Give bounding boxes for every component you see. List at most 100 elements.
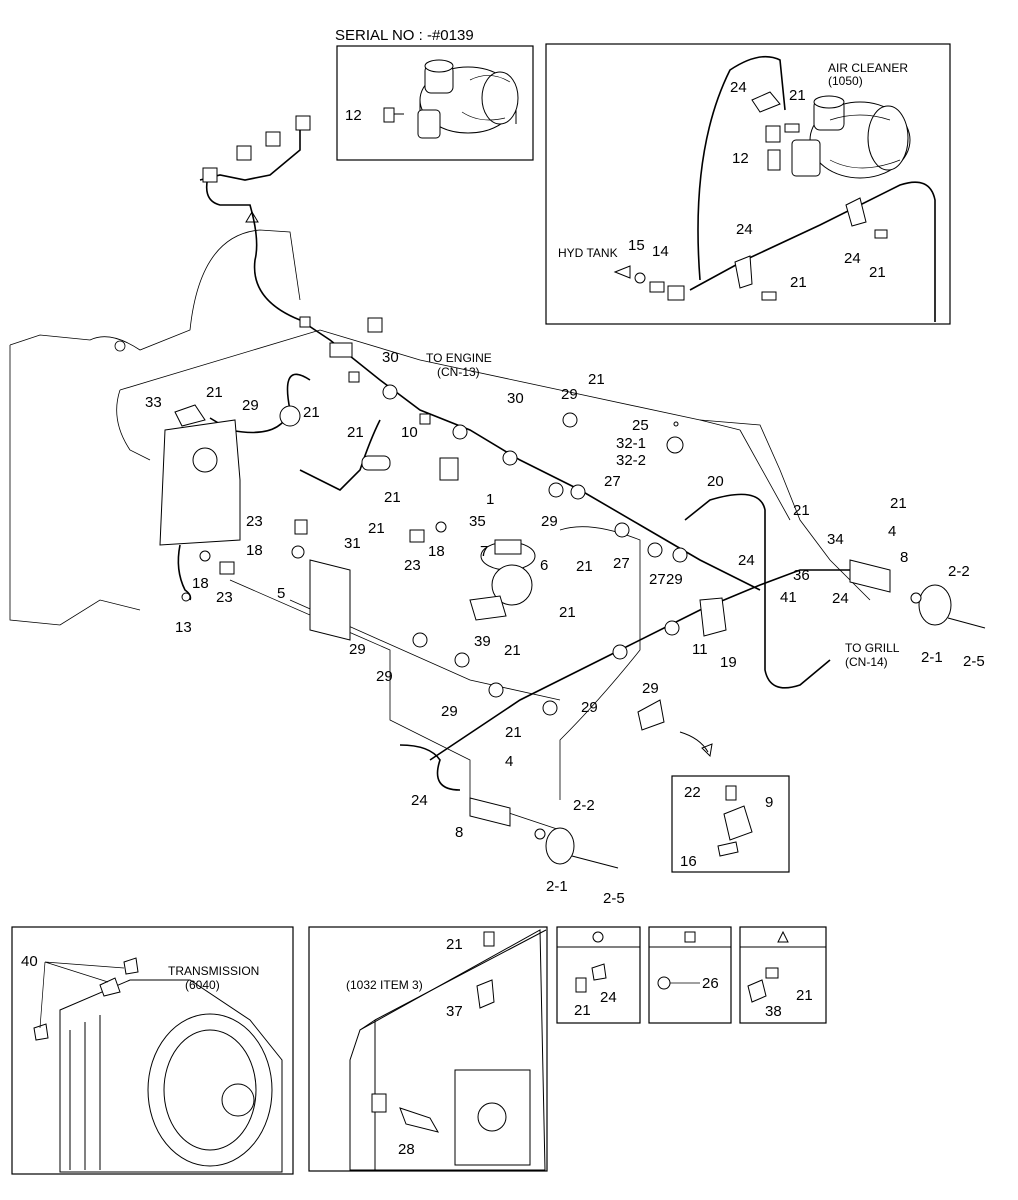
connector-top-1 <box>202 167 218 183</box>
label-33: 33 <box>145 394 162 411</box>
label-38: 38 <box>765 1003 782 1020</box>
chassis-outline-left <box>229 579 561 831</box>
frame-outline-top <box>116 329 741 461</box>
label-29-e: 29 <box>349 641 366 658</box>
part-8-bracket-right <box>849 559 891 593</box>
label-21-j: 21 <box>576 558 593 575</box>
label-12-a: 12 <box>732 150 749 167</box>
legend-square-symbol <box>684 931 696 943</box>
part-21-bolt-inset <box>483 931 495 947</box>
label-24-f: 24 <box>411 792 428 809</box>
label-41: 41 <box>780 589 797 606</box>
caption-hyd-tank: HYD TANK <box>558 246 618 260</box>
label-40: 40 <box>21 953 38 970</box>
square-marker-2 <box>348 371 360 383</box>
label-20: 20 <box>707 473 724 490</box>
detail-22-bolt <box>725 785 737 801</box>
engine-outline <box>9 229 301 626</box>
label-24-c: 24 <box>844 250 861 267</box>
part-28-plug <box>371 1093 387 1113</box>
part-18-washer-c <box>435 521 447 533</box>
label-21-legend-a: 21 <box>574 1002 591 1019</box>
label-5: 5 <box>277 585 285 602</box>
part-24-clip-right <box>845 197 867 227</box>
radiator-drawing <box>349 929 547 1171</box>
harness-branch-20 <box>684 493 831 689</box>
label-10: 10 <box>401 424 418 441</box>
triangle-marker-1 <box>245 211 259 223</box>
label-21-d: 21 <box>206 384 223 401</box>
air-cleaner-drawing <box>791 95 911 179</box>
label-24-a: 24 <box>730 79 747 96</box>
label-29-h: 29 <box>441 703 458 720</box>
label-21-f: 21 <box>347 424 364 441</box>
label-31: 31 <box>344 535 361 552</box>
label-21-h: 21 <box>384 489 401 506</box>
label-21-l: 21 <box>890 495 907 512</box>
legend-square: 26 <box>648 926 732 1024</box>
caption-to-engine: TO ENGINE <box>426 351 492 365</box>
part-7-cap <box>494 539 522 555</box>
label-8-a: 8 <box>900 549 908 566</box>
label-2-5-b: 2-5 <box>603 890 625 907</box>
label-14: 14 <box>652 243 669 260</box>
label-29-b: 29 <box>561 386 578 403</box>
label-39: 39 <box>474 633 491 650</box>
label-21-c: 21 <box>790 274 807 291</box>
part-12-sensor <box>767 149 781 171</box>
legend-circle-symbol <box>592 931 604 943</box>
harness-front-lamp <box>429 569 850 761</box>
hyd-tank-arrow <box>613 265 631 279</box>
label-8-b: 8 <box>455 824 463 841</box>
part-15-washer <box>634 272 646 284</box>
part-2-2-ring-left <box>534 828 546 840</box>
label-18-b: 18 <box>428 543 445 560</box>
arrow-to-detail-9 <box>679 731 709 753</box>
main-part-labels: TO ENGINE (CN-13) TO GRILL (CN-14) 33 21… <box>145 349 985 907</box>
part-40-clip-c <box>33 1023 49 1041</box>
label-23-b: 23 <box>404 557 421 574</box>
caption-air-cleaner-ref: (1050) <box>828 74 863 88</box>
label-27-c: 27 <box>649 571 666 588</box>
part-2-2-ring-right <box>910 592 922 604</box>
part-connector-hyd <box>667 285 685 301</box>
part-33-plate <box>174 404 206 427</box>
label-2-2-b: 2-2 <box>573 797 595 814</box>
label-13: 13 <box>175 619 192 636</box>
label-4-b: 4 <box>505 753 513 770</box>
leaders-40 <box>39 961 125 1029</box>
label-24-d: 24 <box>738 552 755 569</box>
chassis-outline-center <box>559 526 641 800</box>
label-21-m: 21 <box>559 604 576 621</box>
label-29-f: 29 <box>376 668 393 685</box>
part-18-washer-b <box>199 550 211 562</box>
label-37: 37 <box>446 1003 463 1020</box>
arrow-head-detail-9 <box>701 743 713 758</box>
part-23-bolt-c <box>409 529 425 543</box>
label-29-g: 29 <box>642 680 659 697</box>
part-32-grommet <box>666 436 684 454</box>
label-19: 19 <box>720 654 737 671</box>
part-2-5-screw-right <box>947 617 986 629</box>
part-40-clip-a <box>99 977 121 997</box>
part-40-clip-b <box>123 957 139 975</box>
part-24-clip-upper <box>751 91 781 113</box>
part-33-bracket <box>159 419 241 546</box>
label-32-2: 32-2 <box>616 452 646 469</box>
label-28: 28 <box>398 1141 415 1158</box>
part-21-bolt-a <box>784 123 800 133</box>
caption-to-engine-ref: (CN-13) <box>437 365 480 379</box>
harness-branch-mid <box>299 419 381 491</box>
part-8-bracket-left <box>469 797 511 827</box>
label-26: 26 <box>702 975 719 992</box>
part-12-sensor-small <box>383 107 404 123</box>
clamps-group <box>279 384 688 716</box>
square-marker-3 <box>419 413 431 425</box>
label-36: 36 <box>793 567 810 584</box>
part-21-bolt-c <box>761 291 777 301</box>
part-39-bracket <box>469 595 507 621</box>
caption-transmission-ref: (6040) <box>185 978 220 992</box>
label-29-a: 29 <box>242 397 259 414</box>
label-4-a: 4 <box>888 523 896 540</box>
label-32-1: 32-1 <box>616 435 646 452</box>
